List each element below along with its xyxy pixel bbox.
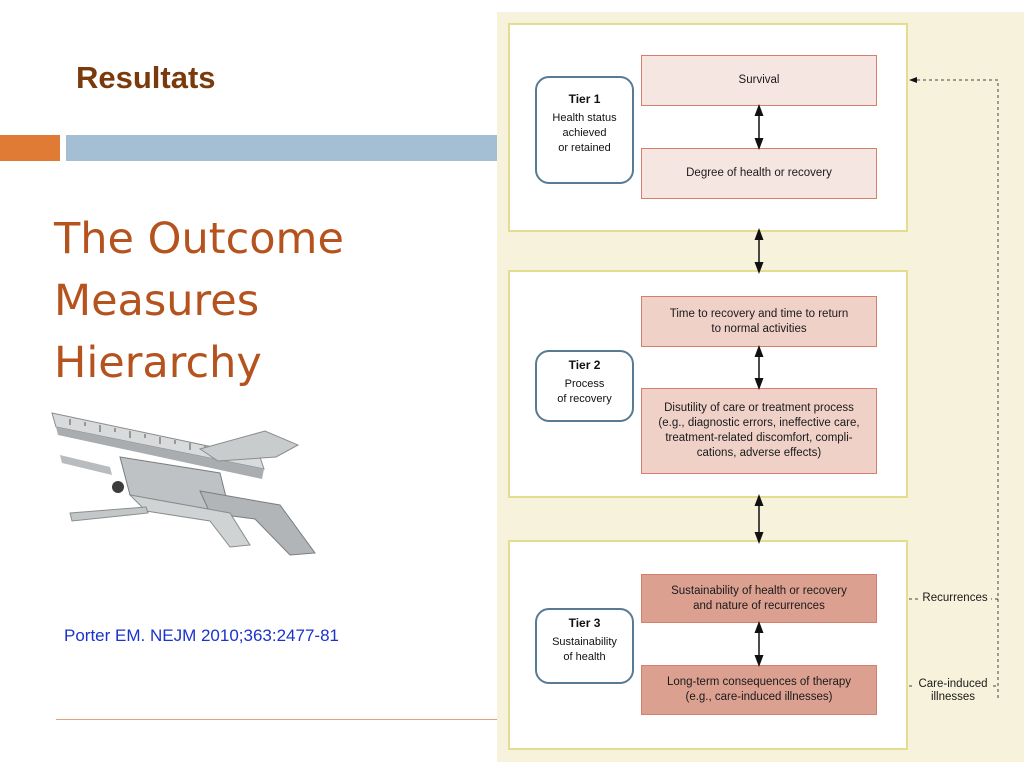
side-label-text: illnesses (930, 691, 976, 703)
outcome-text: Time to recovery and time to return (669, 307, 849, 320)
slide-title-line: The Outcome (54, 214, 344, 264)
outcome-text: and nature of recurrences (693, 599, 825, 612)
slide-heading: Resultats (76, 60, 216, 95)
outcome-text: Survival (738, 74, 780, 86)
tier-name: Tier 3 (568, 616, 601, 630)
recurrences-label: Recurrences (919, 592, 991, 605)
outcome-long-term-consequences: Long-term consequences of therapy (e.g.,… (641, 665, 877, 715)
outcome-text: Long-term consequences of therapy (666, 676, 852, 688)
outcome-disutility-of-care: Disutility of care or treatment process … (641, 388, 877, 474)
citation: Porter EM. NEJM 2010;363:2477-81 (64, 626, 339, 645)
outcome-text: Sustainability of health or recovery (671, 584, 847, 597)
outcome-sustainability: Sustainability of health or recovery and… (641, 574, 877, 623)
footer-divider (56, 719, 501, 720)
outcome-text: (e.g., diagnostic errors, ineffective ca… (658, 417, 860, 429)
tier-description: achieved (562, 127, 607, 139)
slide-title-line: Hierarchy (54, 338, 262, 388)
outcome-time-to-recovery: Time to recovery and time to return to n… (641, 296, 877, 347)
outcome-text: Disutility of care or treatment process (664, 402, 854, 414)
outcome-text: Degree of health or recovery (686, 167, 832, 179)
tier-1-label: Tier 1 Health status achieved or retaine… (535, 76, 634, 184)
caliper-image (51, 412, 316, 556)
slide-title-line: Measures (54, 276, 260, 326)
outcome-text: treatment-related discomfort, compli- (665, 432, 853, 444)
care-induced-illnesses-label: Care-induced illnesses (913, 678, 993, 704)
accent-bar-orange (0, 135, 60, 161)
tier-3-label: Tier 3 Sustainability of health (535, 608, 634, 684)
side-label-text: Care-induced (918, 678, 988, 690)
tier-description: Sustainability (552, 636, 617, 648)
outcome-text: to normal activities (711, 322, 807, 335)
dashed-feedback-arrow-icon (909, 77, 999, 698)
tier-description: Process (564, 378, 605, 390)
tier-2-label: Tier 2 Process of recovery (535, 350, 634, 422)
tier-description: or retained (558, 142, 611, 154)
connector-layer (754, 77, 999, 698)
tier-description: Health status (552, 112, 617, 124)
slide-title: The Outcome Measures Hierarchy (54, 208, 454, 394)
tier-name: Tier 1 (568, 92, 601, 106)
outcome-hierarchy-diagram: Tier 1 Health status achieved or retaine… (497, 12, 1024, 762)
side-label-text: Recurrences (922, 592, 988, 604)
outcome-degree-of-health: Degree of health or recovery (641, 148, 877, 199)
tier-description: of recovery (557, 393, 612, 405)
outcome-text: cations, adverse effects) (696, 447, 822, 459)
tier-description: of health (563, 651, 606, 663)
tier-name: Tier 2 (568, 358, 601, 372)
outcome-text: (e.g., care-induced illnesses) (685, 691, 833, 703)
